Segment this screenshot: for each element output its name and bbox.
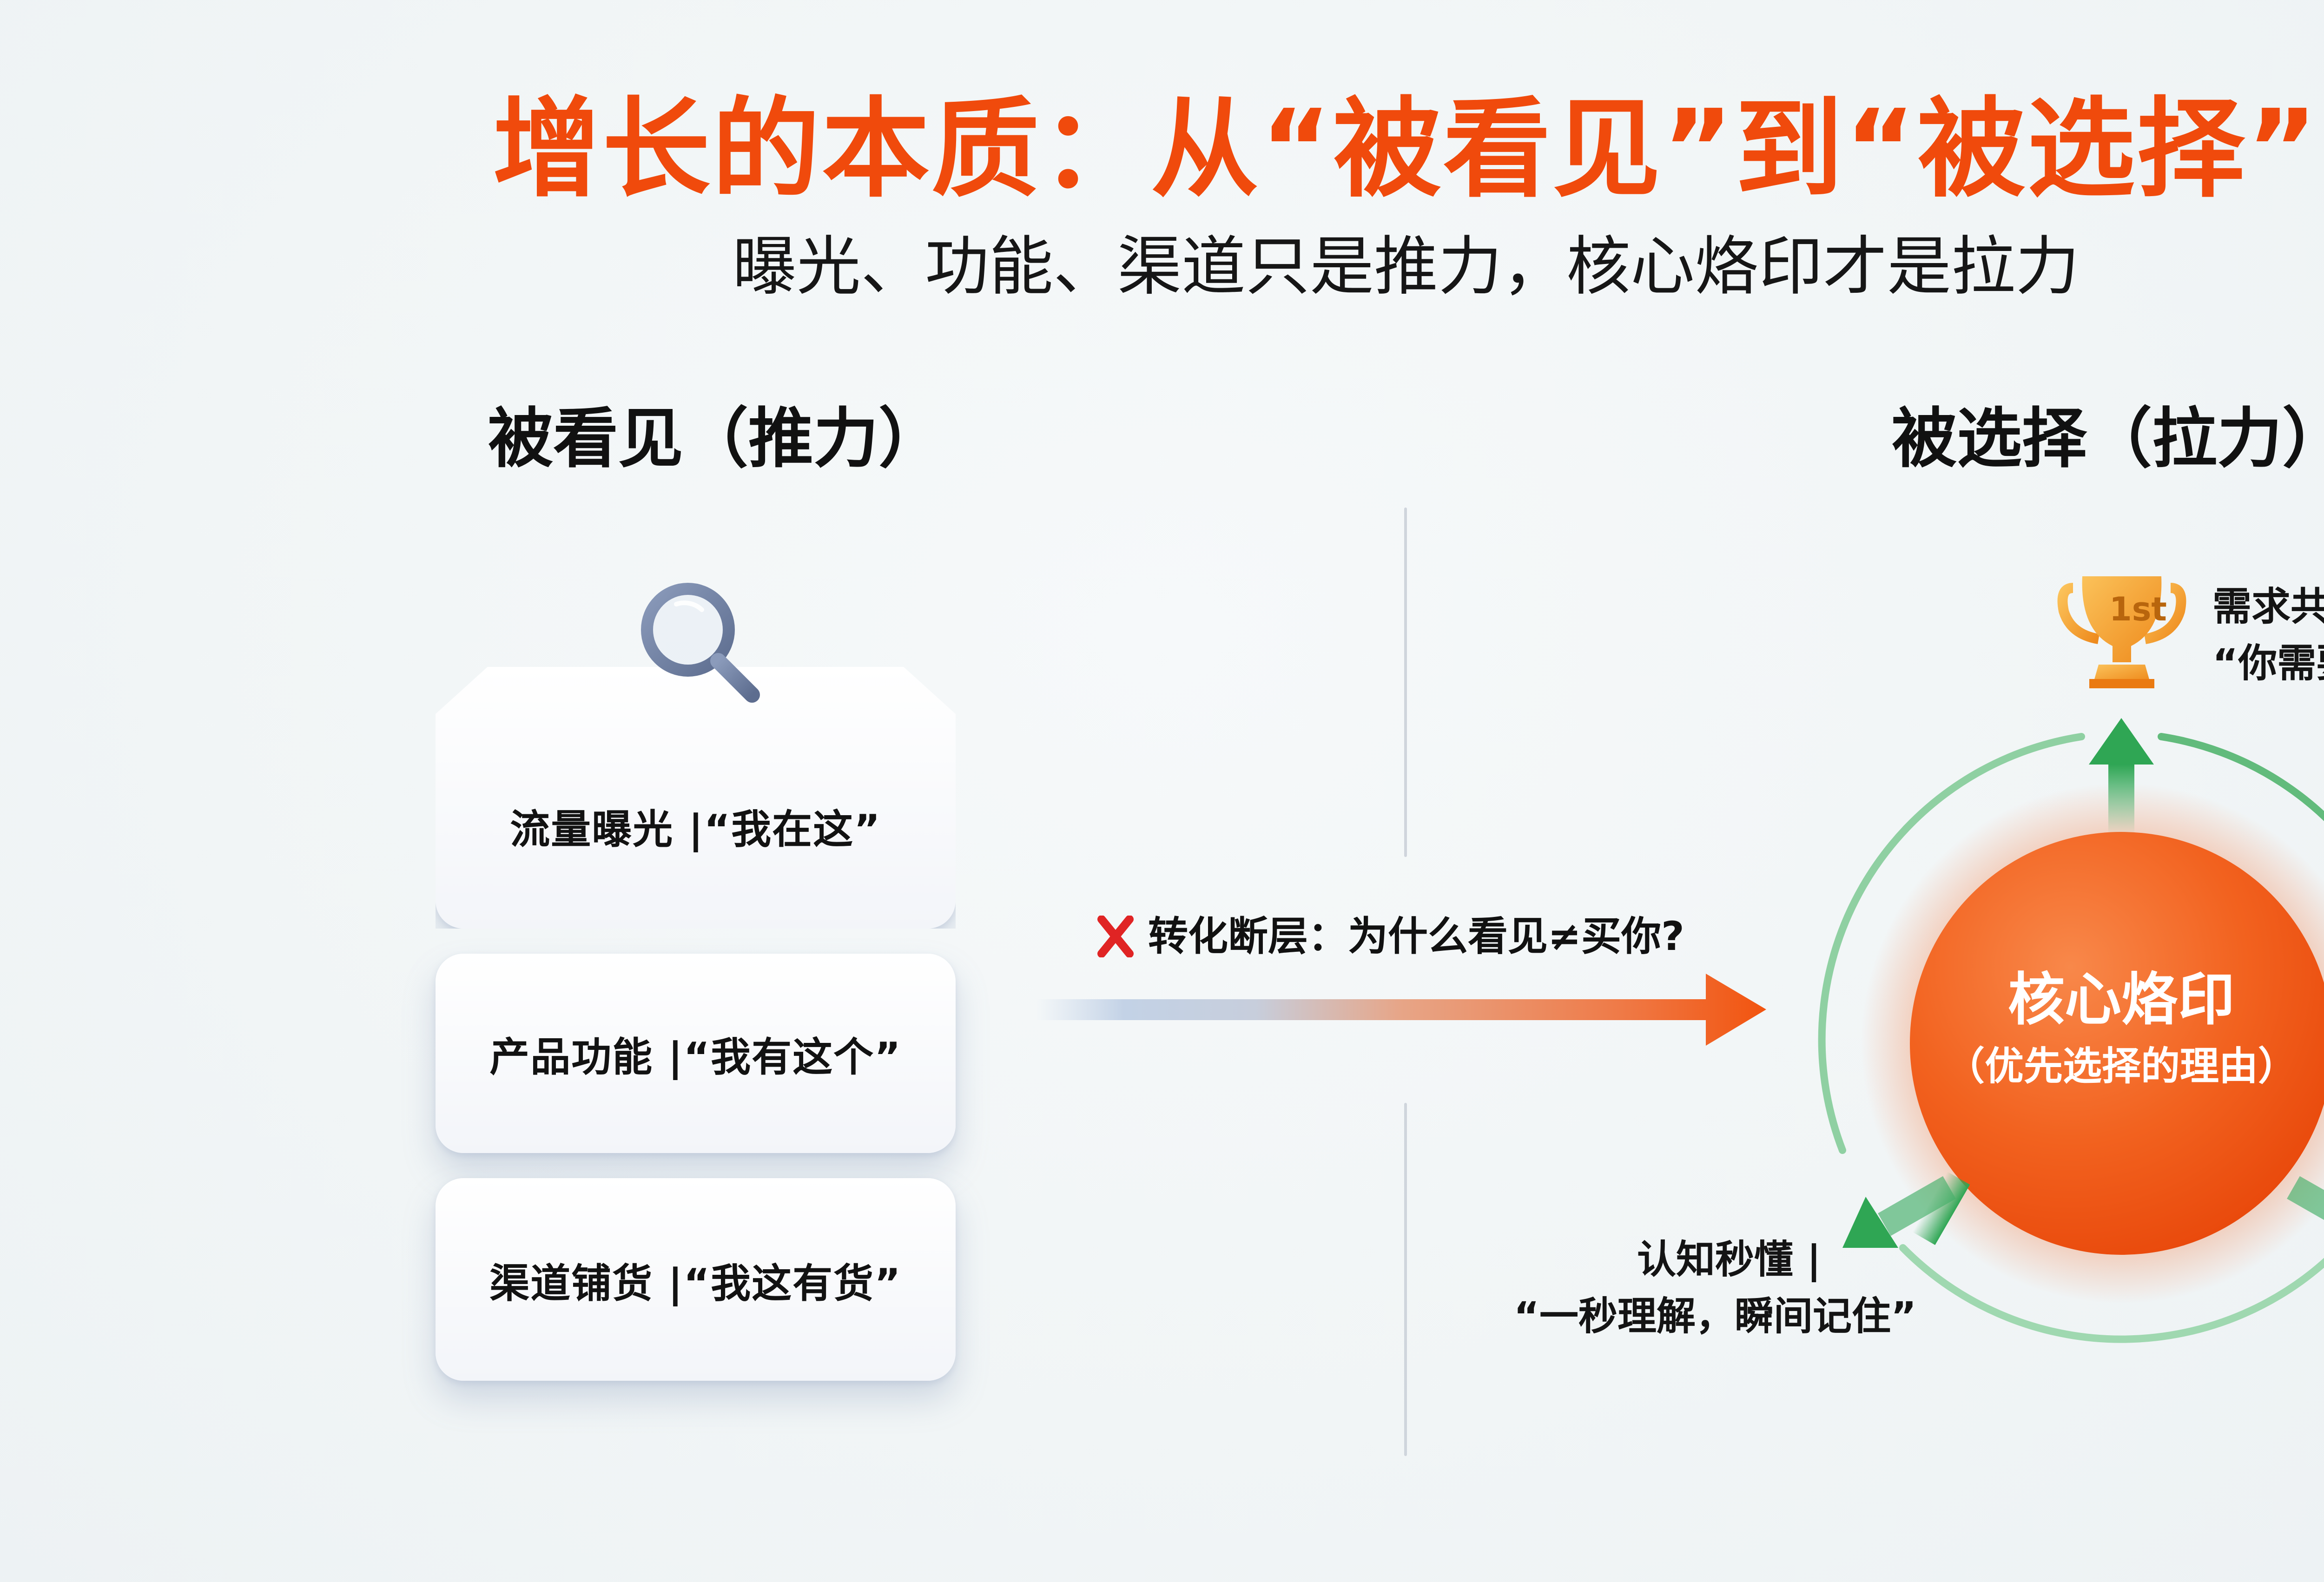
core-imprint: 核心烙印 （优先选择的理由） bbox=[1910, 971, 2324, 1086]
outcome-resonance: 需求共鸣 | “你需要的正是我” bbox=[2212, 579, 2324, 692]
card-label: 产品功能 |“我有这个” bbox=[489, 1034, 902, 1081]
outcome-quote: “一秒理解，瞬间记住” bbox=[1513, 1293, 1917, 1339]
outcome-title: 认知秒懂 | bbox=[1637, 1237, 1821, 1282]
push-to-pull-arrow bbox=[1037, 974, 1766, 1046]
trophy-badge: 1st bbox=[2109, 590, 2167, 628]
card-label: 流量曝光 |“我在这” bbox=[510, 806, 881, 853]
cross-icon bbox=[1097, 916, 1134, 957]
divider-bottom bbox=[1404, 1103, 1407, 1456]
push-card-product: 产品功能 |“我有这个” bbox=[436, 954, 956, 1153]
magnifier-icon bbox=[641, 583, 760, 703]
page-subtitle: 曝光、功能、渠道只是推力，核心烙印才是拉力 bbox=[732, 229, 2080, 304]
outcome-title: 需求共鸣 | bbox=[2212, 584, 2324, 629]
core-title: 核心烙印 bbox=[2008, 967, 2235, 1033]
page-title: 增长的本质：从“被看见”到“被选择” bbox=[493, 86, 2319, 212]
right-section-heading: 被选择（拉力） bbox=[1892, 401, 2324, 477]
outcome-quote: “你需要的正是我” bbox=[2212, 640, 2324, 686]
conversion-gap-text: 转化断层：为什么看见≠买你? bbox=[1148, 913, 1684, 960]
divider-top bbox=[1404, 508, 1407, 857]
left-section-heading: 被看见（推力） bbox=[488, 401, 944, 477]
push-card-channel: 渠道铺货 |“我这有货” bbox=[436, 1178, 956, 1381]
trophy-icon: 1st bbox=[2057, 576, 2186, 688]
push-card-traffic: 流量曝光 |“我在这” bbox=[436, 667, 956, 929]
selection-ring bbox=[1818, 718, 2324, 1343]
outcome-cognition: 认知秒懂 | “一秒理解，瞬间记住” bbox=[1487, 1232, 1943, 1345]
card-label: 渠道铺货 |“我这有货” bbox=[489, 1260, 902, 1307]
core-subtitle: （优先选择的理由） bbox=[1945, 1043, 2297, 1089]
conversion-gap: 转化断层：为什么看见≠买你? bbox=[1097, 916, 1684, 957]
